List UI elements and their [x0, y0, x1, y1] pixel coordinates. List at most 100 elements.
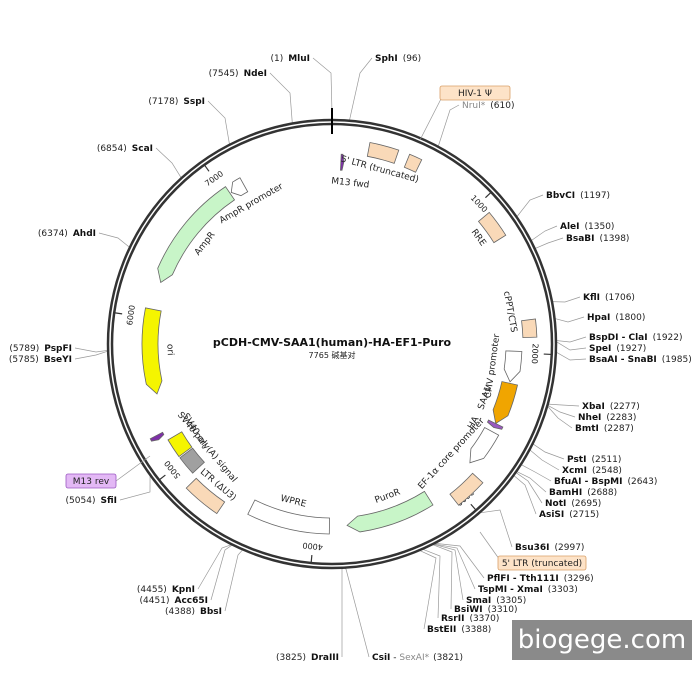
- site-label: BspDI - ClaI (1922): [589, 333, 683, 343]
- site-position: (1350): [585, 222, 615, 232]
- feature-ampr: [157, 186, 236, 284]
- box-label-ltr5-trunc: 5' LTR (truncated): [502, 559, 582, 569]
- site-label: (7178) SspI: [148, 97, 205, 107]
- site-leader: [74, 350, 109, 360]
- site-name: Bsu36I: [515, 543, 550, 553]
- ruler-tick: [485, 191, 492, 199]
- site-position: (3370): [469, 614, 499, 624]
- site-leader: [431, 544, 453, 610]
- site-leader: [532, 443, 565, 460]
- site-name: NruI*: [462, 101, 486, 111]
- plasmid-title: pCDH-CMV-SAA1(human)-HA-EF1-Puro: [213, 336, 452, 349]
- site-leader: [74, 347, 109, 353]
- site-label: NruI* (610): [462, 101, 515, 111]
- site-name: BspDI - ClaI: [589, 333, 648, 343]
- site-name: SspI: [183, 97, 205, 107]
- site-position: (2277): [610, 402, 640, 412]
- feature-amprp: [230, 177, 249, 197]
- site-label: BsiWI(3310): [454, 605, 518, 615]
- site-leader: [312, 57, 333, 121]
- site-position: (6374): [38, 229, 68, 239]
- site-name: RsrII: [441, 614, 464, 624]
- feature-label-ori: ori: [164, 344, 174, 356]
- site-position: (6854): [97, 144, 127, 154]
- site-name: AsiSI: [539, 510, 564, 520]
- site-position: (4455): [137, 585, 167, 595]
- site-leader: [555, 341, 587, 351]
- site-position: (2287): [604, 424, 634, 434]
- site-label: (7545) NdeI: [209, 69, 267, 79]
- site-position: (4451): [140, 596, 170, 606]
- site-label: BmtI(2287): [575, 424, 634, 434]
- site-name: NdeI: [244, 69, 267, 79]
- site-position: (5054): [66, 496, 96, 506]
- feature-sv40pa: [179, 447, 205, 474]
- site-leader: [432, 543, 464, 601]
- feature-sv40ori: [167, 431, 193, 458]
- site-name: SmaI: [466, 596, 491, 606]
- site-name: Acc65I: [174, 596, 208, 606]
- site-name: TspMI - XmaI: [478, 585, 543, 595]
- site-leader: [119, 474, 151, 501]
- box-hiv-psi: [439, 85, 511, 101]
- site-name: ScaI: [132, 144, 153, 154]
- site-leader: [516, 194, 544, 218]
- site-position: (3310): [488, 605, 518, 615]
- boxed-labels: HIV-1 Ψ M13 rev 5' LTR (truncated): [65, 85, 587, 571]
- site-position: (1922): [653, 333, 683, 343]
- site-leader: [98, 232, 131, 248]
- box-m13-rev: [65, 473, 117, 489]
- site-leader: [434, 542, 485, 579]
- site-name: BstEII: [427, 625, 456, 635]
- site-name: CsiI: [372, 653, 390, 663]
- site-position: (610): [490, 101, 514, 111]
- feature-ef1: [469, 426, 500, 464]
- site-position: (7545): [209, 69, 239, 79]
- watermark-logo: biogege.com: [512, 620, 692, 660]
- site-leader: [155, 147, 182, 179]
- site-position: (5785): [9, 355, 39, 365]
- site-position: (1927): [616, 344, 646, 354]
- feature-rre: [477, 211, 507, 244]
- site-position: (3825): [276, 653, 306, 663]
- ruler-tick-label: 6000: [125, 304, 137, 325]
- site-leader: [547, 404, 576, 418]
- site-position: (3296): [564, 574, 594, 584]
- feature-ha: [486, 419, 504, 430]
- site-label: SphI(96): [375, 54, 421, 64]
- site-position: (4388): [165, 607, 195, 617]
- feature-ltr5: [366, 142, 400, 164]
- box-label-hiv-psi: HIV-1 Ψ: [458, 89, 492, 99]
- site-label: NotI(2695): [545, 499, 601, 509]
- site-label: (5054) SfiI: [66, 496, 117, 506]
- site-label: (6854) ScaI: [97, 144, 153, 154]
- site-position: (3303): [548, 585, 578, 595]
- site-name-alt: SexAI*: [399, 653, 429, 663]
- site-position: (1800): [615, 313, 645, 323]
- box-leader: [115, 455, 151, 482]
- feature-ltr3: [449, 472, 484, 506]
- site-label: BsaAI - SnaBI(1985): [589, 355, 692, 365]
- feature-label-wpre: WPRE: [279, 494, 307, 510]
- box-leader: [419, 92, 445, 141]
- site-name: MluI: [288, 54, 310, 64]
- site-leader: [515, 472, 543, 504]
- feature-m13fwd: [340, 153, 345, 171]
- ruler-tick-label: 5000: [163, 459, 183, 481]
- site-position: (7178): [148, 97, 178, 107]
- site-name: SfiI: [100, 496, 117, 506]
- feature-hiv: [403, 153, 423, 173]
- site-position: (3388): [461, 625, 491, 635]
- site-position: (96): [403, 54, 421, 64]
- site-leader: [547, 405, 573, 429]
- site-label: NheI(2283): [578, 413, 636, 423]
- site-leader: [520, 464, 552, 482]
- site-leader: [547, 403, 580, 407]
- ruler-tick: [203, 164, 210, 172]
- box-label-m13-rev: M13 rev: [73, 477, 110, 487]
- ruler-tick: [470, 503, 477, 511]
- site-label: BfuAI - BspMI(2643): [554, 477, 657, 487]
- site-name: BbsI: [200, 607, 222, 617]
- site-position: (3305): [496, 596, 526, 606]
